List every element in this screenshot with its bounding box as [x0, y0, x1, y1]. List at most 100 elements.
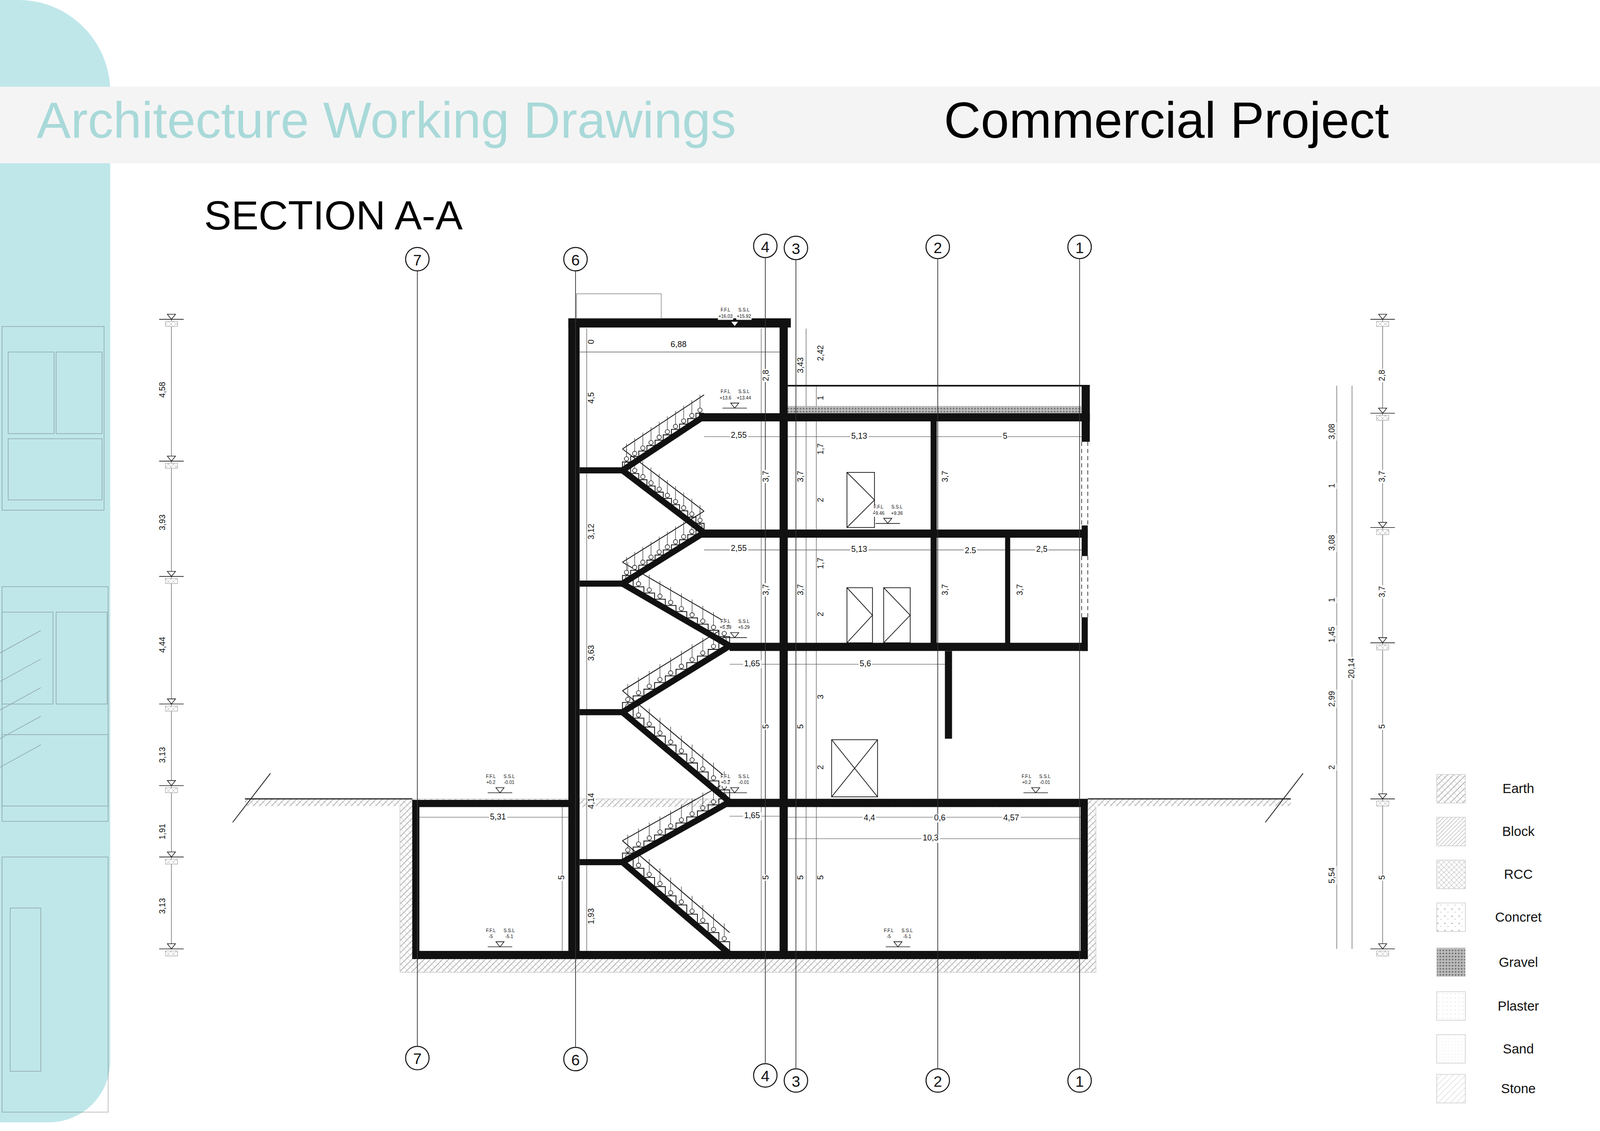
level-triangle: [167, 851, 176, 858]
level-box: [1376, 644, 1389, 650]
level-triangle: [167, 456, 176, 462]
baluster-base: [711, 927, 716, 932]
baluster-base: [657, 881, 662, 886]
baluster-base: [679, 899, 684, 904]
grid-number: 4: [761, 1067, 770, 1084]
level-triangle: [730, 403, 739, 409]
door: [846, 472, 875, 528]
dimension-line: [805, 328, 807, 951]
baluster-base: [697, 518, 702, 523]
wall: [412, 800, 420, 960]
baluster-base: [711, 625, 716, 630]
thumbnail-room: [56, 612, 108, 704]
level-line: [1370, 798, 1396, 800]
grid-bubble: 4: [753, 233, 778, 259]
landing-slab: [579, 709, 625, 716]
dimension-text: 3,63: [587, 644, 597, 662]
baluster-base: [664, 544, 670, 549]
legend-swatch: [1436, 817, 1466, 847]
thumbnail-room: [8, 438, 103, 500]
level-text: -5: [886, 935, 892, 940]
baluster-base: [673, 539, 678, 544]
grid-number: 1: [1075, 1072, 1085, 1089]
stair-slab: [622, 645, 730, 712]
grid-bubble: 3: [783, 235, 809, 261]
grid-bubble: 1: [1067, 1068, 1092, 1093]
baluster-base: [690, 657, 695, 662]
dimension-lines: [171, 319, 1383, 951]
wall: [699, 413, 1091, 422]
baluster-base: [689, 413, 694, 418]
level-text: F.F.L: [883, 929, 895, 934]
baluster-base: [711, 644, 716, 649]
baluster-base: [690, 612, 695, 617]
dimension-text: 5: [796, 723, 806, 730]
baluster-base: [649, 480, 654, 485]
baluster-base: [657, 487, 662, 492]
dimension-text: 5: [1378, 723, 1388, 730]
roof-box: [576, 293, 662, 319]
level-text: S.S.L: [503, 774, 516, 780]
dimension-text: 0,6: [933, 814, 947, 823]
level-text: F.F.L: [485, 929, 497, 934]
wall: [724, 799, 1088, 808]
dimension-text: 2,55: [729, 545, 748, 554]
level-triangle: [730, 321, 739, 327]
grid-number: 3: [791, 240, 801, 256]
baluster-base: [679, 817, 684, 822]
dimension-text: 5,6: [858, 659, 873, 669]
dimension-text: 4,57: [1002, 814, 1020, 823]
baluster-base: [711, 800, 716, 805]
level-line: [1370, 412, 1396, 414]
dimension-text: 3,12: [587, 522, 597, 541]
baluster-base: [681, 505, 686, 510]
level-line: [1370, 319, 1396, 320]
baluster-base: [668, 739, 673, 744]
dimension-text: 3,7: [796, 469, 806, 484]
level-text: +0.2: [485, 781, 496, 786]
baluster-base: [673, 424, 678, 429]
grid-bubble: 1: [1067, 234, 1092, 260]
level-box: [1376, 529, 1389, 535]
dimension-text: 3,7: [941, 469, 951, 484]
thumbnail-room: [10, 908, 41, 1072]
baluster-base: [668, 823, 673, 828]
dimension-text: 2,42: [817, 343, 826, 362]
dimension-text: 1: [817, 394, 826, 401]
dimension-line: [760, 328, 762, 951]
wall: [412, 950, 1088, 960]
grid-bubble: 7: [405, 246, 430, 272]
dimension-text: 6,88: [669, 340, 688, 349]
door-swing: [883, 587, 910, 644]
doors: [831, 472, 910, 797]
level-text: +0.2: [720, 781, 731, 786]
dimension-text: 10,3: [921, 834, 940, 843]
dimension-text: 4,58: [159, 380, 168, 399]
baluster-base: [636, 841, 641, 847]
level-box: [1376, 321, 1389, 327]
baluster-base: [647, 872, 652, 877]
level-text: +13.6: [719, 396, 733, 401]
dimension-text: 5: [796, 874, 806, 881]
dimension-text: 3,7: [762, 469, 771, 484]
dimension-text: 5,54: [1328, 866, 1337, 885]
level-line: [159, 785, 184, 786]
baluster-base: [679, 606, 684, 611]
baluster-base: [647, 722, 652, 727]
wall: [568, 318, 580, 960]
dimension-text: 3,7: [762, 582, 771, 597]
baluster-base: [636, 712, 641, 717]
baluster-base: [624, 570, 629, 575]
dimension-text: 5: [817, 874, 826, 881]
baluster-base: [657, 435, 662, 440]
grid-number: 1: [1075, 239, 1085, 255]
dimension-text: 1: [1328, 482, 1337, 489]
dimension-text: 5,13: [850, 545, 868, 555]
grid-bubble: 6: [563, 1046, 588, 1072]
level-triangle: [167, 943, 176, 949]
wall: [1081, 525, 1088, 556]
level-text: F.F.L: [1021, 774, 1033, 780]
level-line: [159, 319, 184, 320]
thumbnail-stair: [0, 744, 41, 768]
wall: [1081, 385, 1090, 442]
